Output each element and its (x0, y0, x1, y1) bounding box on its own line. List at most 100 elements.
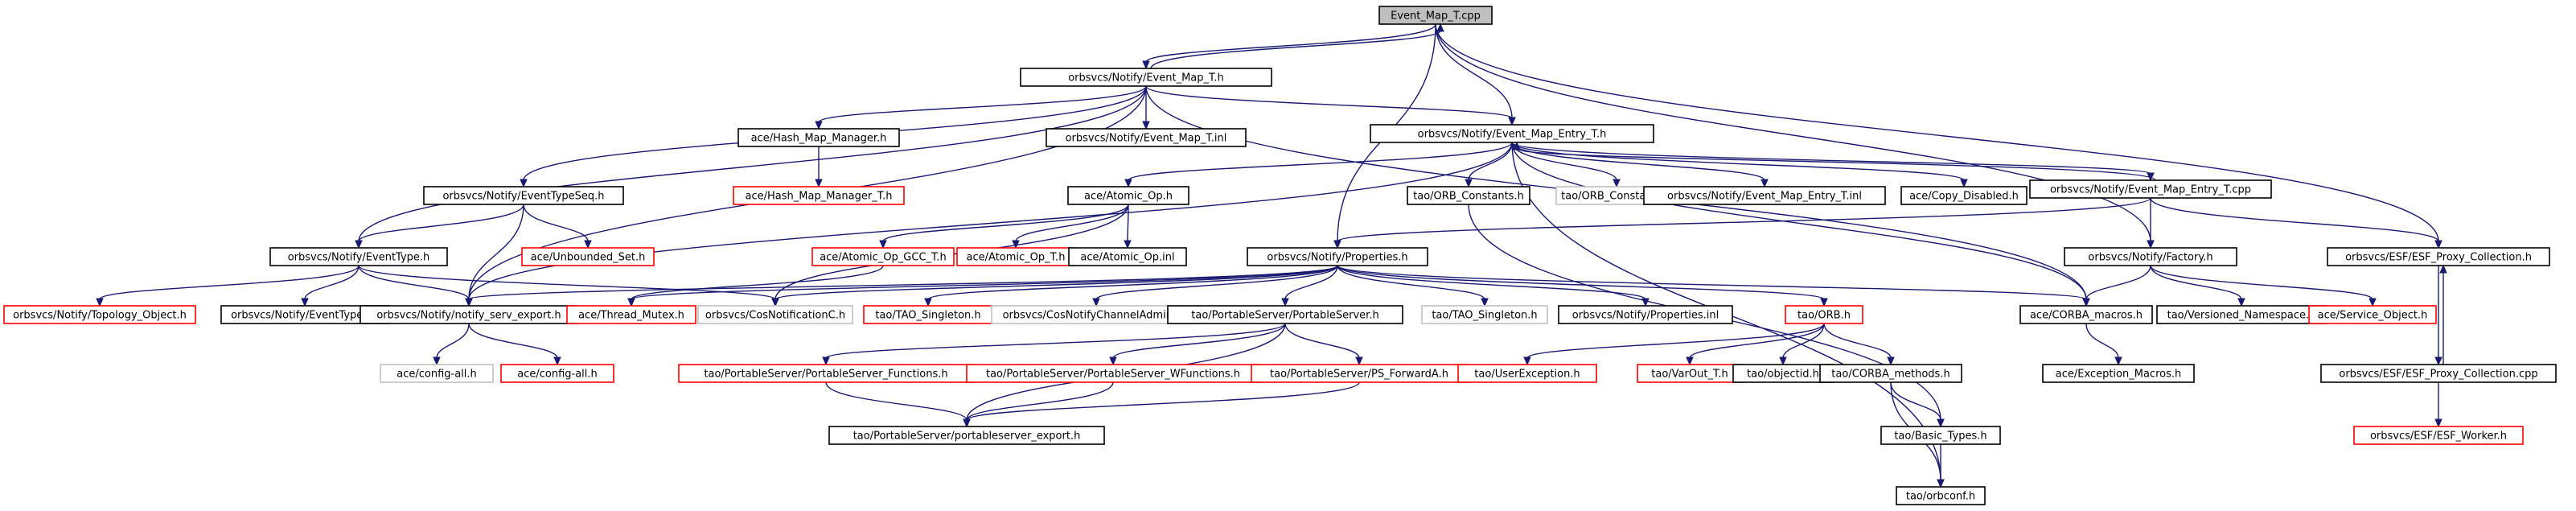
node-n10[interactable]: orbsvcs/Notify/Event_Map_Entry_T.inl (1643, 186, 1886, 205)
node-box (1785, 305, 1863, 324)
node-n20[interactable]: orbsvcs/ESF/ESF_Proxy_Collection.h (2327, 247, 2550, 266)
edge-n5-to-n13 (355, 204, 524, 249)
node-box (269, 247, 448, 266)
edge-n18-to-n32 (1337, 265, 2090, 307)
node-n7[interactable]: ace/Atomic_Op.h (1067, 186, 1189, 205)
node-n44[interactable]: tao/CORBA_methods.h (1819, 364, 1962, 383)
node-n12[interactable]: orbsvcs/Notify/Event_Map_Entry_T.cpp (2029, 179, 2272, 199)
node-box (1896, 486, 1986, 505)
node-n0[interactable]: Event_Map_T.cpp (1378, 6, 1493, 25)
node-n18[interactable]: orbsvcs/Notify/Properties.h (1247, 247, 1428, 266)
node-label: orbsvcs/Notify/Properties.h (1267, 252, 1407, 264)
node-box (1370, 124, 1654, 143)
node-n25[interactable]: orbsvcs/CosNotificationC.h (697, 305, 853, 324)
node-label: tao/TAO_Singleton.h (1432, 310, 1537, 322)
node-label: orbsvcs/Notify/Event_Map_Entry_T.h (1418, 129, 1607, 141)
node-n41[interactable]: tao/UserException.h (1457, 364, 1597, 383)
node-n19[interactable]: orbsvcs/Notify/Factory.h (2064, 247, 2237, 266)
node-n2[interactable]: ace/Hash_Map_Manager.h (737, 128, 900, 147)
node-label: ace/Hash_Map_Manager_T.h (746, 191, 893, 203)
node-box (1880, 426, 2001, 445)
node-n40[interactable]: tao/PortableServer/PS_ForwardA.h (1251, 364, 1468, 383)
node-box (1457, 364, 1597, 383)
node-n6[interactable]: ace/Hash_Map_Manager_T.h (733, 186, 905, 205)
node-box (380, 364, 494, 383)
edge-n31-to-n42 (1686, 323, 1825, 366)
arrowhead (1109, 356, 1117, 366)
node-n48[interactable]: tao/Basic_Types.h (1880, 426, 2001, 445)
node-box (2320, 364, 2557, 383)
node-label: orbsvcs/ESF/ESF_Proxy_Collection.h (2345, 252, 2532, 264)
node-n30[interactable]: orbsvcs/Notify/Properties.inl (1558, 305, 1733, 324)
node-n46[interactable]: orbsvcs/ESF/ESF_Worker.h (2353, 426, 2524, 445)
node-box (1068, 247, 1187, 266)
arrowhead (815, 179, 823, 188)
arrowhead (2434, 240, 2442, 249)
node-label: tao/PortableServer/PortableServer_Functi… (704, 369, 947, 381)
edge-n13-to-n21 (96, 265, 359, 307)
node-box (697, 305, 853, 324)
node-label: orbsvcs/Notify/Topology_Object.h (13, 310, 187, 322)
node-box (1020, 68, 1272, 87)
node-box (2029, 179, 2272, 199)
node-box (828, 426, 1105, 445)
node-n37[interactable]: ace/config-all.h (500, 364, 614, 383)
node-n35[interactable]: orbsvcs/ESF/ESF_Proxy_Collection.cpp (2320, 364, 2557, 383)
node-label: ace/Copy_Disabled.h (1909, 191, 2019, 203)
node-label: orbsvcs/Notify/notify_serv_export.h (376, 310, 561, 322)
edge-n4-to-n11 (1511, 142, 1968, 188)
edge-n31-to-n41 (1523, 323, 1825, 366)
node-n1[interactable]: orbsvcs/Notify/Event_Map_T.h (1020, 68, 1272, 87)
edge-n7-to-n15 (879, 204, 1129, 249)
arrowhead (1124, 179, 1132, 188)
edge-n35-to-n20 (2439, 264, 2447, 365)
arrowhead (1613, 179, 1621, 188)
edge-n12-to-n19 (2147, 198, 2155, 249)
node-n49[interactable]: tao/orbconf.h (1896, 486, 1986, 505)
node-label: tao/VarOut_T.h (1651, 369, 1728, 381)
node-n17[interactable]: ace/Atomic_Op.inl (1068, 247, 1187, 266)
node-box (1819, 364, 1962, 383)
node-n24[interactable]: ace/Thread_Mutex.h (566, 305, 696, 324)
node-n45[interactable]: ace/Exception_Macros.h (2042, 364, 2195, 383)
node-n33[interactable]: tao/Versioned_Namespace.h (2156, 305, 2327, 324)
node-n38[interactable]: tao/PortableServer/PortableServer_Functi… (678, 364, 974, 383)
node-box (1247, 247, 1428, 266)
node-n14[interactable]: ace/Unbounded_Set.h (521, 247, 655, 266)
node-label: orbsvcs/CosNotifyChannelAdminC.h (1003, 310, 1190, 322)
edge-n7-to-n17 (1124, 204, 1132, 249)
edge-n12-to-n20 (2150, 197, 2442, 249)
edge-n13-to-n22 (301, 265, 359, 307)
node-n15[interactable]: ace/Atomic_Op_GCC_T.h (811, 247, 955, 266)
node-label: ace/Thread_Mutex.h (578, 310, 684, 322)
node-n5[interactable]: orbsvcs/Notify/EventTypeSeq.h (423, 186, 624, 205)
edge-n31-to-n43 (1779, 323, 1825, 366)
node-n29[interactable]: tao/TAO_Singleton.h (1421, 305, 1548, 324)
node-n28[interactable]: tao/PortableServer/PortableServer.h (1167, 305, 1403, 324)
edge-n7-to-n16 (1012, 204, 1129, 249)
node-n16[interactable]: ace/Atomic_Op_T.h (956, 247, 1075, 266)
node-n32[interactable]: ace/CORBA_macros.h (2019, 305, 2153, 324)
arrowhead (1355, 356, 1363, 366)
node-n13[interactable]: orbsvcs/Notify/EventType.h (269, 247, 448, 266)
node-n36[interactable]: ace/config-all.h (380, 364, 494, 383)
node-n11[interactable]: ace/Copy_Disabled.h (1900, 186, 2028, 205)
edge-n18-to-n24 (627, 265, 1338, 307)
node-n21[interactable]: orbsvcs/Notify/Topology_Object.h (3, 305, 196, 324)
node-n39[interactable]: tao/PortableServer/PortableServer_WFunct… (966, 364, 1260, 383)
node-n26[interactable]: tao/TAO_Singleton.h (863, 305, 993, 324)
node-n31[interactable]: tao/ORB.h (1785, 305, 1863, 324)
node-n43[interactable]: tao/objectid.h (1732, 364, 1834, 383)
node-n3[interactable]: orbsvcs/Notify/Event_Map_T.inl (1046, 128, 1247, 147)
edge-n32-to-n45 (2085, 323, 2122, 366)
node-n42[interactable]: tao/VarOut_T.h (1637, 364, 1743, 383)
node-n34[interactable]: ace/Service_Object.h (2308, 305, 2437, 324)
node-n8[interactable]: tao/ORB_Constants.h (1407, 186, 1530, 205)
node-label: tao/UserException.h (1474, 369, 1580, 381)
node-n4[interactable]: orbsvcs/Notify/Event_Map_Entry_T.h (1370, 124, 1654, 143)
node-n23[interactable]: orbsvcs/Notify/notify_serv_export.h (359, 305, 578, 324)
node-n47[interactable]: tao/PortableServer/portableserver_export… (828, 426, 1105, 445)
edge-n40-to-n47 (963, 381, 1360, 428)
arrowhead (355, 240, 363, 249)
node-label: tao/ORB_Constants.h (1413, 191, 1524, 203)
